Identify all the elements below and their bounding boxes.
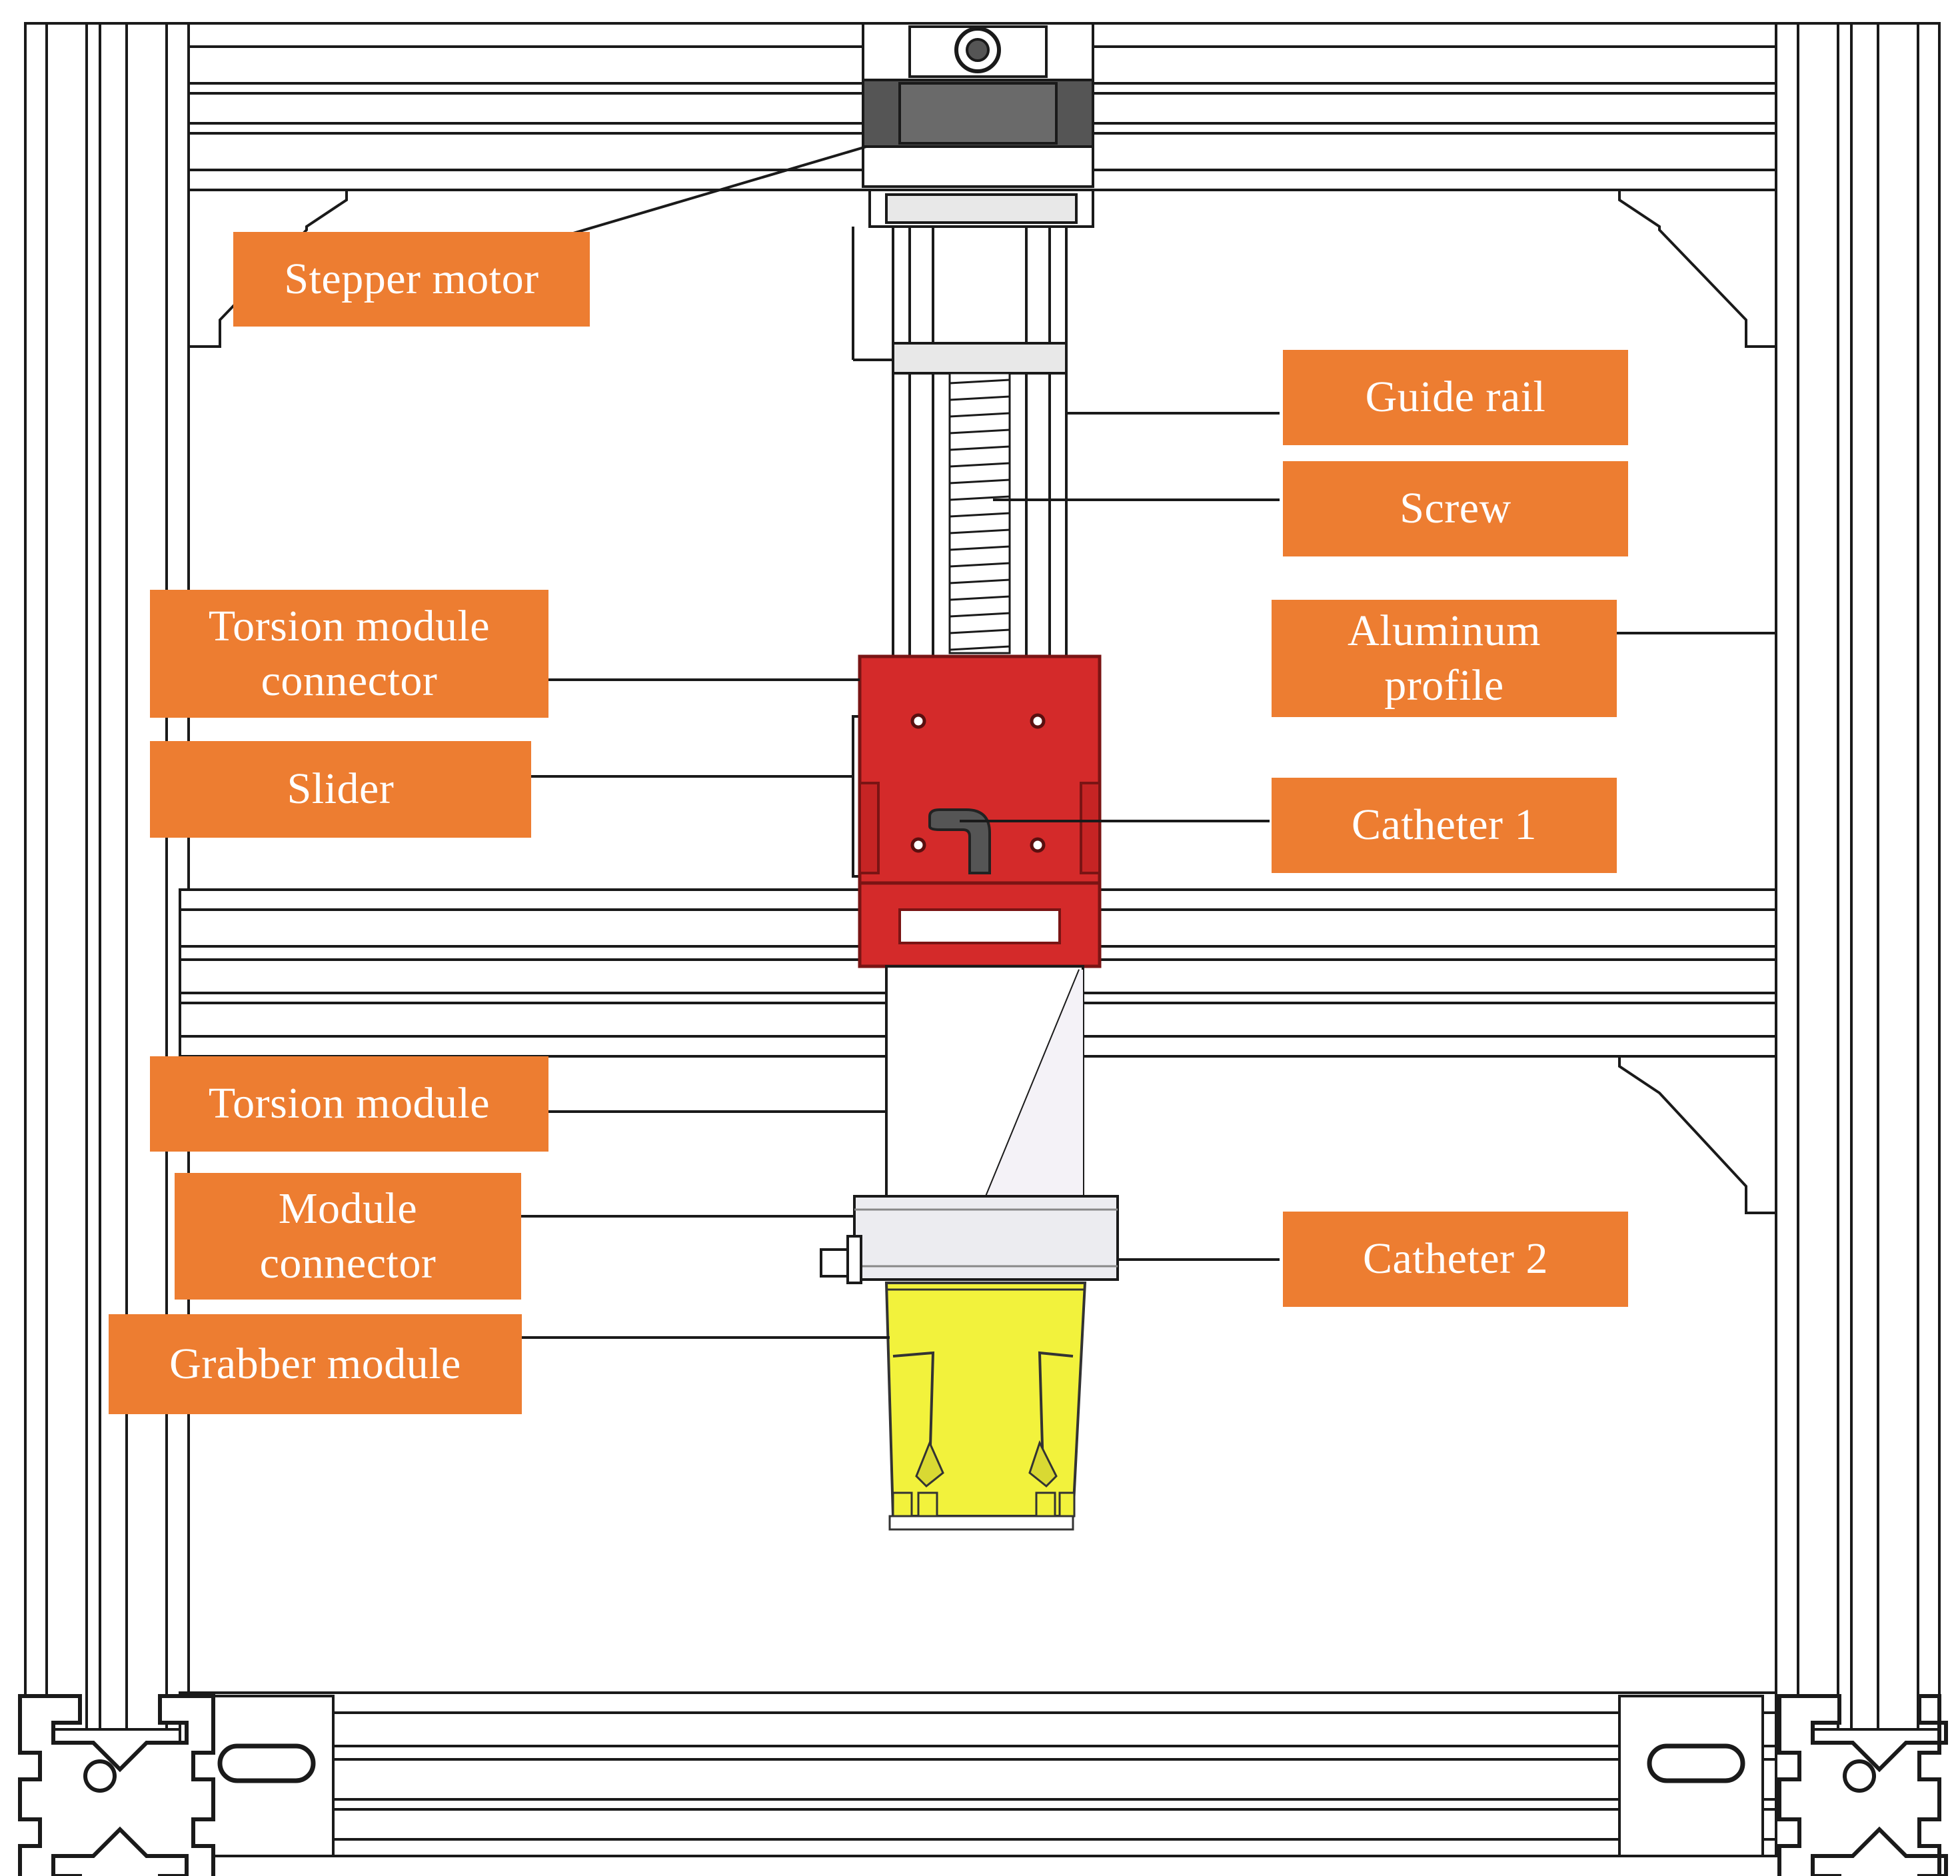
label-torsion-module-connector-line2: connector [261,656,438,705]
label-torsion-module-connector: Torsion module connector [150,590,548,718]
label-grabber-module: Grabber module [109,1314,522,1414]
right-vertical-profile [1775,22,1941,1731]
torsion-module-drawing [885,965,1084,1198]
stepper-motor-drawing [862,22,1094,228]
label-module-connector-line2: connector [259,1239,437,1288]
grabber-module-drawing [884,1282,1087,1531]
label-guide-rail: Guide rail [1283,350,1628,445]
screw-drawing [948,372,1011,654]
left-vertical-profile [24,22,190,1731]
profile-cross-section-right [1777,1694,1948,1876]
label-catheter-1: Catheter 1 [1272,778,1617,873]
label-grabber-module-text: Grabber module [169,1339,461,1388]
label-stepper-motor-text: Stepper motor [284,254,539,303]
leader-lines [520,145,1776,1339]
label-torsion-module-connector-line1: Torsion module [208,601,490,650]
catheter-1-drawing [928,808,991,874]
label-guide-rail-text: Guide rail [1365,373,1546,422]
label-slider: Slider [150,741,531,838]
label-stepper-motor: Stepper motor [233,232,590,327]
leader-stepper-motor [572,145,867,235]
bottom-horizontal-profile [179,1691,1777,1857]
module-connector-drawing [820,1195,1119,1284]
label-aluminum-profile-line1: Aluminum [1347,606,1541,655]
label-slider-text: Slider [287,764,395,814]
label-aluminum-profile-line2: profile [1384,661,1504,710]
label-catheter-1-text: Catheter 1 [1351,800,1537,850]
label-torsion-module-text: Torsion module [208,1079,490,1128]
label-screw-text: Screw [1400,484,1511,533]
label-torsion-module: Torsion module [150,1056,548,1152]
label-module-connector: Module connector [175,1173,521,1300]
label-catheter-2-text: Catheter 2 [1362,1234,1549,1284]
label-screw: Screw [1283,461,1628,556]
label-catheter-2: Catheter 2 [1283,1212,1628,1307]
profile-cross-section-left [18,1694,215,1876]
label-aluminum-profile: Aluminum profile [1272,600,1617,717]
label-module-connector-line1: Module [278,1184,418,1233]
